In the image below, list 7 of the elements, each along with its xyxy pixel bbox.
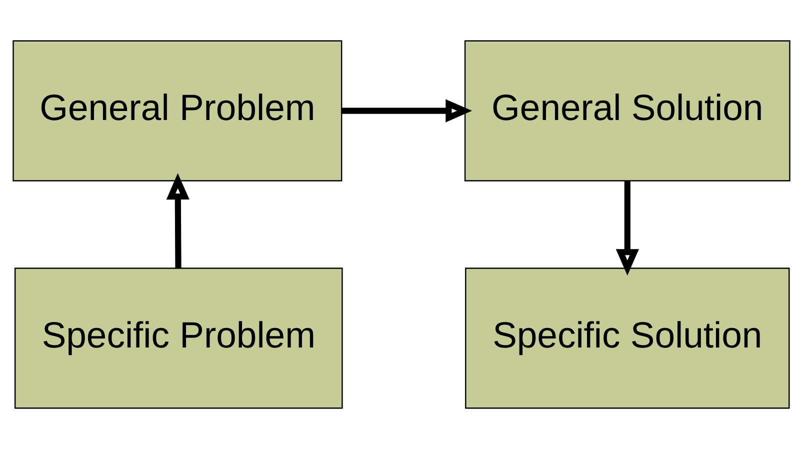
node-box: General Problem <box>12 40 342 182</box>
node-box: Specific Solution <box>465 268 790 409</box>
arrow <box>342 99 472 122</box>
arrow <box>166 173 190 268</box>
arrow <box>616 180 639 276</box>
node-box: General Solution <box>464 40 790 182</box>
node-box: Specific Problem <box>14 268 343 409</box>
